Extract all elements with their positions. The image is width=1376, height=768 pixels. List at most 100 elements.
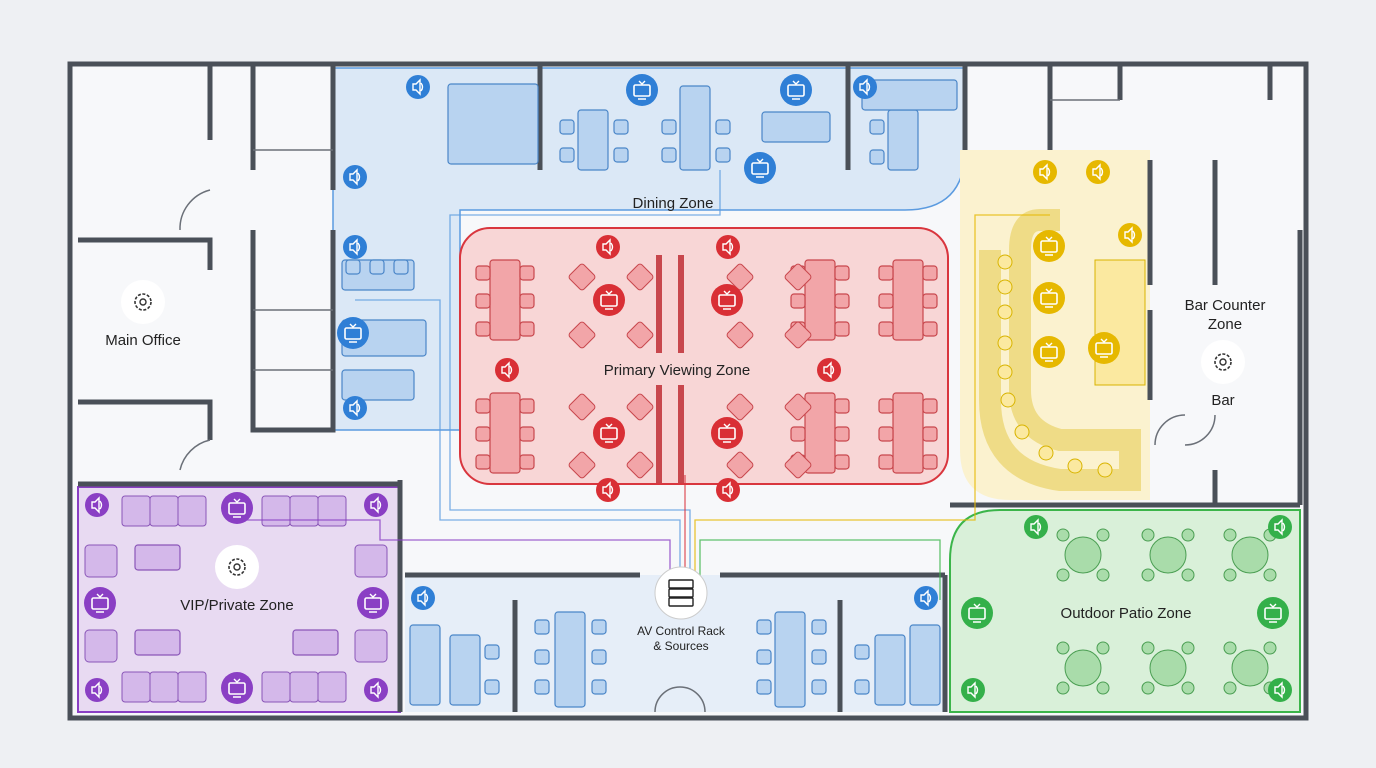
lounge-chair [626, 393, 654, 421]
chair [475, 454, 491, 470]
server-rack-icon [668, 588, 694, 598]
speaker-badge [914, 586, 938, 610]
tv [711, 284, 743, 316]
tv-badge [593, 284, 625, 316]
tv-icon [968, 607, 986, 620]
tv-icon [718, 294, 736, 307]
speaker [85, 678, 109, 702]
tv [1033, 230, 1065, 262]
speaker-icon [1274, 681, 1286, 699]
table [887, 109, 919, 171]
speaker-icon [349, 238, 361, 256]
settings-control[interactable] [1201, 340, 1245, 384]
table [134, 544, 181, 571]
chair [922, 265, 938, 281]
door-swing [654, 686, 681, 713]
tv-badge [711, 417, 743, 449]
bar-stool [1000, 392, 1016, 408]
tv-stand [973, 603, 981, 623]
chair [878, 293, 894, 309]
patio-chair [1223, 528, 1237, 542]
chair [475, 265, 491, 281]
speaker-badge [343, 165, 367, 189]
chair [756, 619, 772, 635]
speaker-badge [364, 678, 388, 702]
patio-chair [1141, 568, 1155, 582]
table [761, 111, 831, 143]
speaker [411, 586, 435, 610]
speaker-icon [823, 361, 835, 379]
speaker [406, 75, 430, 99]
armchair [354, 629, 388, 663]
speaker-badge [85, 493, 109, 517]
speaker [1118, 223, 1142, 247]
chair [484, 644, 500, 660]
speaker [1268, 678, 1292, 702]
chair [591, 649, 607, 665]
patio-chair [1181, 568, 1195, 582]
chair [591, 619, 607, 635]
rack-badge [654, 566, 708, 620]
speaker-badge [1033, 160, 1057, 184]
lounge-chair [726, 321, 754, 349]
speaker-badge [596, 235, 620, 259]
tv-icon [1040, 240, 1058, 253]
tv-icon [228, 502, 246, 515]
tv [221, 492, 253, 524]
chair [661, 119, 677, 135]
patio-table [1064, 649, 1102, 687]
sofa-seat [261, 671, 291, 703]
av-cable [355, 299, 681, 580]
chair [345, 259, 361, 275]
speaker [596, 478, 620, 502]
patio-chair [1181, 681, 1195, 695]
tv-icon [228, 682, 246, 695]
table [489, 259, 521, 341]
tv [221, 672, 253, 704]
tv-icon [1264, 607, 1282, 620]
chair [756, 679, 772, 695]
tv-badge [84, 587, 116, 619]
chair [369, 259, 385, 275]
settings-control[interactable] [121, 280, 165, 324]
settings-control[interactable] [215, 545, 259, 589]
speaker-badge [495, 358, 519, 382]
exterior-wall [67, 61, 1309, 721]
table [874, 634, 906, 706]
speaker-badge [596, 478, 620, 502]
chair [869, 119, 885, 135]
speaker-icon [1274, 518, 1286, 536]
bar-stool [997, 279, 1013, 295]
chair [393, 259, 409, 275]
tv [961, 597, 993, 629]
tv [593, 284, 625, 316]
speaker-icon [1124, 226, 1136, 244]
lounge-chair [726, 393, 754, 421]
chair [534, 679, 550, 695]
lounge-chair [726, 451, 754, 479]
chair [519, 454, 535, 470]
tv-badge [221, 672, 253, 704]
patio-chair [1223, 641, 1237, 655]
chair [591, 679, 607, 695]
patio-chair [1223, 568, 1237, 582]
sofa-seat [149, 495, 179, 527]
table [449, 634, 481, 706]
av-cable [694, 214, 1050, 580]
door-swing [1154, 414, 1186, 446]
chair [756, 649, 772, 665]
patio-chair [1181, 641, 1195, 655]
speaker-icon [722, 481, 734, 499]
patio-chair [1263, 641, 1277, 655]
av-control-rack[interactable] [654, 566, 708, 620]
speaker [853, 75, 877, 99]
lounge-chair [784, 321, 812, 349]
chair [922, 293, 938, 309]
server-rack-icon [668, 579, 694, 589]
speaker [343, 235, 367, 259]
speaker-badge [1086, 160, 1110, 184]
speaker-icon [920, 589, 932, 607]
tv-badge [357, 587, 389, 619]
gear-icon-hub [139, 298, 147, 306]
speaker-badge [817, 358, 841, 382]
